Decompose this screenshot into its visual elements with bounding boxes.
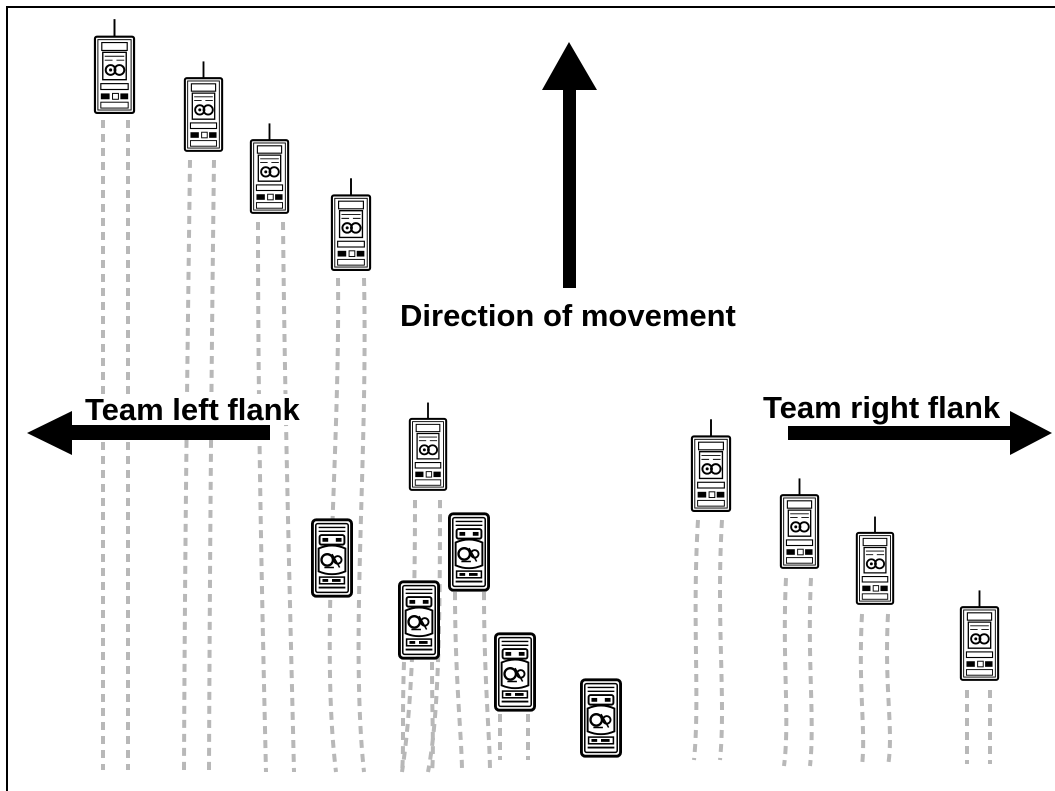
heavy-tank-5 xyxy=(580,678,622,758)
track-trail xyxy=(426,499,442,773)
light-tank-6 xyxy=(690,418,732,513)
track-trail xyxy=(281,221,296,773)
light-tank-4 xyxy=(330,177,372,272)
heavy-tank-4 xyxy=(494,632,536,712)
track-trail xyxy=(182,159,192,771)
forward-arrow xyxy=(542,42,597,288)
diagram-frame xyxy=(6,6,1055,791)
left-flank-arrow xyxy=(27,411,270,455)
light-tank-7 xyxy=(779,477,820,569)
track-trail xyxy=(453,591,464,773)
track-trail xyxy=(782,577,789,767)
track-trail xyxy=(400,661,406,773)
direction-label: Direction of movement xyxy=(400,298,736,333)
track-trails xyxy=(101,120,992,773)
light-tank-2 xyxy=(183,60,224,152)
track-trail xyxy=(400,499,417,773)
track-trail xyxy=(718,519,724,761)
track-trail xyxy=(807,577,814,767)
light-tank-8 xyxy=(855,515,895,605)
track-trail xyxy=(858,613,866,767)
right-flank-arrow xyxy=(788,411,1052,455)
track-trail xyxy=(885,613,892,767)
track-trail xyxy=(692,519,700,761)
track-trail xyxy=(256,221,268,773)
heavy-tank-3 xyxy=(398,580,440,660)
left-flank-label: Team left flank xyxy=(82,394,303,425)
light-tank-3 xyxy=(249,122,290,214)
heavy-tank-2 xyxy=(448,512,490,592)
heavy-tank-1 xyxy=(311,518,353,598)
arrows xyxy=(27,42,1052,455)
track-trail xyxy=(207,159,216,771)
track-trail xyxy=(327,277,341,773)
track-trail xyxy=(356,277,367,773)
light-tank-1 xyxy=(93,18,136,115)
right-flank-label: Team right flank xyxy=(763,390,1001,425)
track-trail xyxy=(430,661,435,773)
light-tank-9 xyxy=(959,589,1000,681)
track-trail xyxy=(482,591,492,773)
light-tank-5 xyxy=(408,401,448,491)
